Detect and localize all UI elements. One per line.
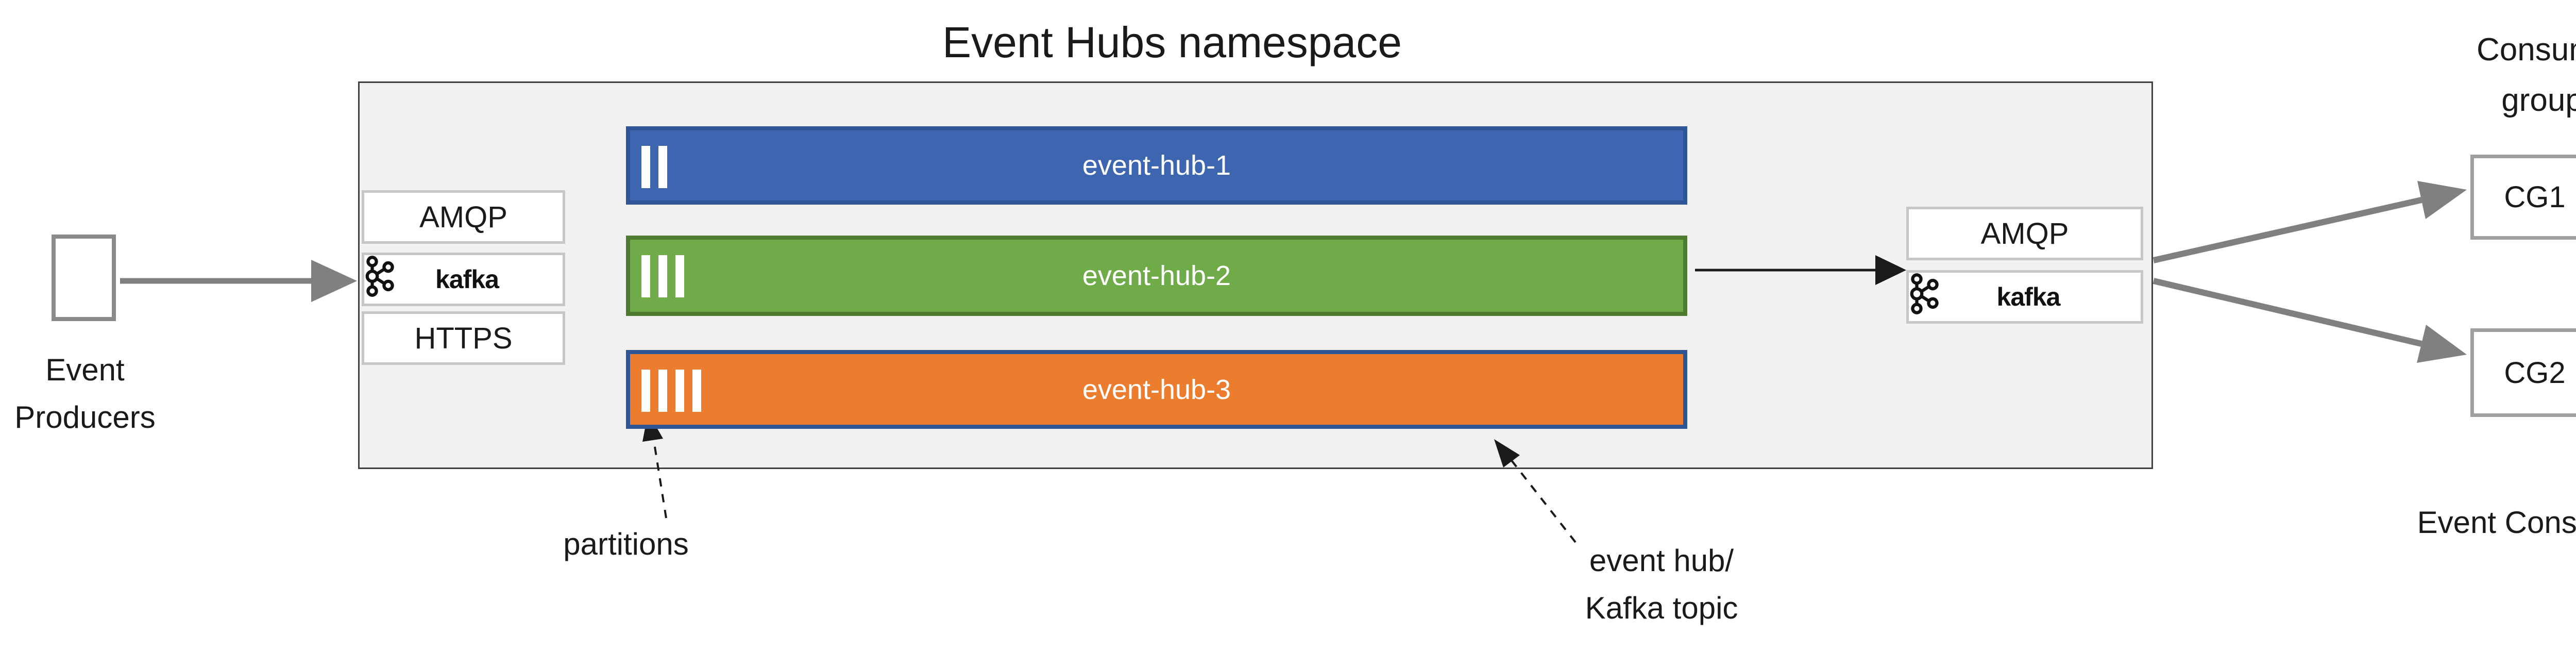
partition-mark	[675, 370, 684, 412]
partition-mark	[658, 255, 667, 297]
egress-amqp-box: AMQP	[1906, 207, 2143, 260]
event-consumers-label: Event Consumers	[2417, 505, 2576, 540]
page-title: Event Hubs namespace	[942, 18, 1402, 66]
event-hub-2-label: event-hub-2	[1082, 260, 1231, 291]
partition-mark	[658, 370, 667, 412]
event-hub-kafka-topic-label: event hub/ Kafka topic	[1533, 537, 1790, 632]
cg1-label: CG1	[2504, 180, 2566, 214]
event-producers-box	[52, 235, 116, 321]
ingress-amqp-box: AMQP	[362, 190, 565, 244]
egress-amqp-label: AMQP	[1980, 216, 2069, 251]
consumer-groups-label: Consumer groups	[2437, 25, 2576, 126]
producer-to-namespace-arrow	[120, 260, 357, 302]
cg2-label: CG2	[2504, 356, 2566, 390]
topic-label-line1: event hub/	[1589, 543, 1734, 578]
egress-kafka-box: kafka	[1906, 270, 2143, 324]
consumer-groups-label-line2: groups	[2501, 82, 2576, 118]
event-hub-3-bar: event-hub-3	[626, 350, 1687, 429]
kafka-logo-icon	[1910, 273, 1939, 314]
partition-mark	[641, 370, 650, 412]
event-producers-label: Event Producers	[0, 346, 170, 441]
consumer-group-cg1-box: CG1	[2470, 155, 2576, 240]
namespace-to-cg2-arrow	[2153, 278, 2467, 363]
topic-label-line2: Kafka topic	[1585, 591, 1738, 625]
partition-mark	[692, 370, 701, 412]
partition-mark	[658, 146, 667, 188]
ingress-kafka-box: kafka	[362, 253, 565, 306]
event-hub-1-label: event-hub-1	[1082, 150, 1231, 181]
namespace-to-cg1-arrow	[2153, 181, 2467, 263]
event-producers-label-line1: Event	[45, 353, 125, 387]
event-hub-1-bar: event-hub-1	[626, 126, 1687, 205]
kafka-logo-icon	[365, 256, 394, 297]
event-hub-3-label: event-hub-3	[1082, 374, 1231, 405]
event-producers-label-line2: Producers	[14, 400, 156, 435]
event-hub-2-bar: event-hub-2	[626, 236, 1687, 316]
consumer-groups-label-line1: Consumer	[2477, 32, 2576, 68]
partition-mark	[641, 146, 650, 188]
ingress-kafka-wordmark: kafka	[435, 265, 499, 294]
consumer-group-cg2-box: CG2	[2470, 328, 2576, 417]
ingress-https-label: HTTPS	[414, 321, 513, 355]
ingress-https-box: HTTPS	[362, 311, 565, 365]
partition-mark	[675, 255, 684, 297]
partition-mark	[641, 255, 650, 297]
partitions-label: partitions	[563, 527, 689, 561]
egress-kafka-wordmark: kafka	[1996, 282, 2061, 311]
ingress-amqp-label: AMQP	[419, 200, 507, 234]
